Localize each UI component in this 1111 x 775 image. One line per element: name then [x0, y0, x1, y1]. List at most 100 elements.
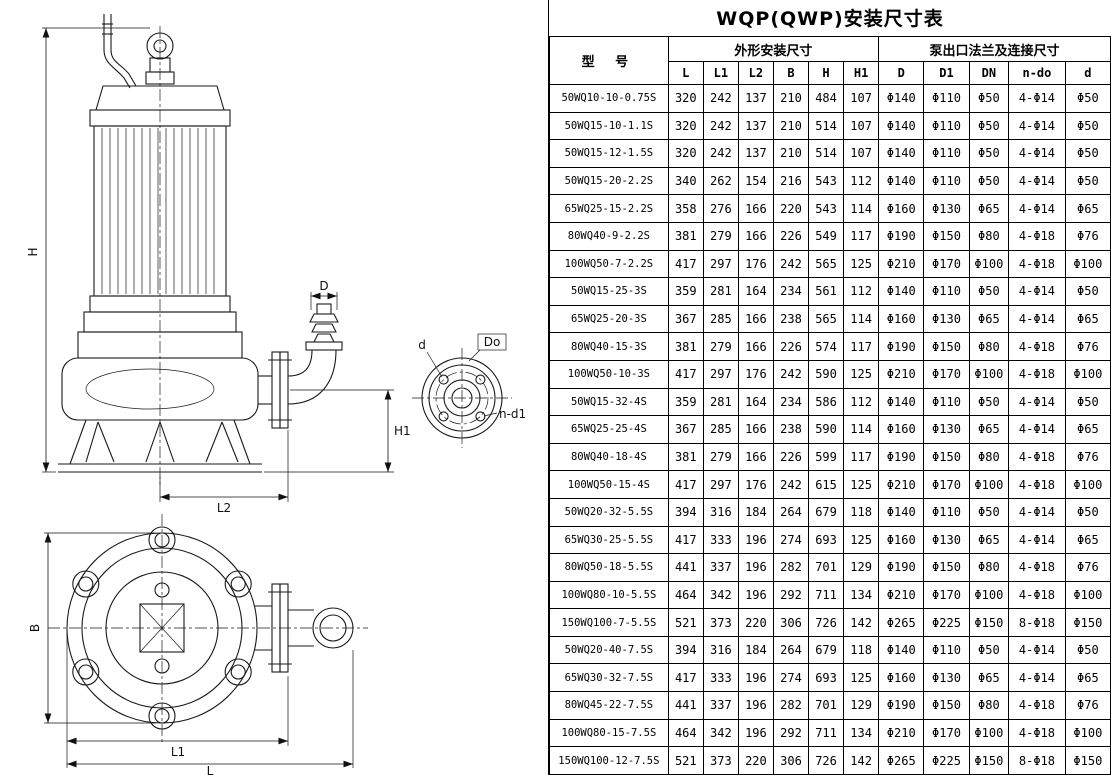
value-cell: Φ50 [968, 387, 1010, 417]
value-cell: 337 [702, 553, 739, 582]
side-view [58, 14, 343, 486]
value-cell: 125 [843, 359, 880, 389]
value-cell: 164 [737, 387, 774, 417]
col-header-b: B [772, 61, 810, 85]
value-cell: Φ50 [968, 635, 1010, 665]
value-cell: Φ210 [878, 249, 925, 279]
value-cell: 381 [667, 442, 704, 472]
value-cell: Φ130 [923, 304, 970, 334]
model-cell: 100WQ80-15-7.5S [549, 718, 669, 748]
value-cell: 220 [772, 194, 810, 223]
value-cell: Φ100 [968, 470, 1010, 499]
model-cell: 80WQ50-18-5.5S [549, 553, 669, 582]
value-cell: 599 [807, 442, 845, 472]
value-cell: 297 [702, 249, 739, 279]
value-cell: Φ190 [878, 691, 925, 720]
value-cell: 574 [807, 332, 845, 361]
value-cell: 176 [737, 470, 774, 499]
value-cell: Φ190 [878, 332, 925, 361]
value-cell: Φ130 [923, 415, 970, 444]
value-cell: Φ100 [968, 718, 1010, 748]
value-cell: 220 [737, 746, 774, 775]
dim-label-b: B [28, 624, 42, 632]
value-cell: 279 [702, 221, 739, 251]
value-cell: 176 [737, 359, 774, 389]
plan-view [48, 514, 368, 744]
value-cell: 590 [807, 359, 845, 389]
value-cell: Φ50 [1064, 635, 1111, 665]
value-cell: Φ140 [878, 166, 925, 196]
value-cell: 543 [807, 194, 845, 223]
value-cell: Φ50 [1064, 497, 1111, 527]
value-cell: Φ65 [1064, 194, 1111, 223]
value-cell: Φ110 [923, 139, 970, 168]
model-cell: 100WQ80-10-5.5S [549, 580, 669, 610]
pump-drawing-svg: H D H1 L2 d D [26, 14, 526, 775]
value-cell: Φ150 [968, 608, 1010, 637]
value-cell: 701 [807, 553, 845, 582]
value-cell: 210 [772, 139, 810, 168]
value-cell: 306 [772, 608, 810, 637]
value-cell: 441 [667, 553, 704, 582]
value-cell: Φ140 [878, 635, 925, 665]
value-cell: 274 [772, 525, 810, 555]
value-cell: Φ100 [968, 249, 1010, 279]
value-cell: Φ50 [1064, 166, 1111, 196]
col-header-h: H [807, 61, 845, 85]
value-cell: 417 [667, 470, 704, 499]
value-cell: Φ110 [923, 497, 970, 527]
model-cell: 100WQ50-7-2.2S [549, 249, 669, 279]
value-cell: 134 [843, 580, 880, 610]
value-cell: 381 [667, 332, 704, 361]
value-cell: 679 [807, 635, 845, 665]
value-cell: 565 [807, 304, 845, 334]
model-cell: 50WQ15-10-1.1S [549, 111, 669, 141]
value-cell: Φ190 [878, 553, 925, 582]
value-cell: 112 [843, 387, 880, 417]
value-cell: 4-Φ14 [1008, 166, 1066, 196]
value-cell: Φ80 [968, 553, 1010, 582]
model-cell: 50WQ20-40-7.5S [549, 635, 669, 665]
value-cell: 394 [667, 635, 704, 665]
value-cell: 693 [807, 525, 845, 555]
value-cell: 242 [702, 111, 739, 141]
col-header-l: L [667, 61, 704, 85]
value-cell: Φ50 [968, 166, 1010, 196]
value-cell: Φ140 [878, 139, 925, 168]
value-cell: Φ110 [923, 111, 970, 141]
value-cell: 4-Φ18 [1008, 221, 1066, 251]
value-cell: 279 [702, 442, 739, 472]
col-header-d1: D1 [923, 61, 970, 85]
value-cell: Φ65 [968, 415, 1010, 444]
value-cell: Φ170 [923, 718, 970, 748]
value-cell: 4-Φ14 [1008, 84, 1066, 113]
value-cell: Φ140 [878, 497, 925, 527]
value-cell: 196 [737, 691, 774, 720]
value-cell: Φ50 [968, 111, 1010, 141]
value-cell: 441 [667, 691, 704, 720]
value-cell: 274 [772, 663, 810, 693]
value-cell: 125 [843, 663, 880, 693]
col-header-l2: L2 [737, 61, 774, 85]
value-cell: 4-Φ18 [1008, 249, 1066, 279]
value-cell: 417 [667, 663, 704, 693]
value-cell: 166 [737, 332, 774, 361]
value-cell: 417 [667, 249, 704, 279]
value-cell: 166 [737, 415, 774, 444]
value-cell: 679 [807, 497, 845, 527]
value-cell: Φ210 [878, 718, 925, 748]
value-cell: Φ100 [1064, 359, 1111, 389]
value-cell: 586 [807, 387, 845, 417]
value-cell: Φ170 [923, 359, 970, 389]
value-cell: 196 [737, 580, 774, 610]
value-cell: Φ65 [968, 663, 1010, 693]
model-cell: 80WQ40-9-2.2S [549, 221, 669, 251]
value-cell: 342 [702, 580, 739, 610]
